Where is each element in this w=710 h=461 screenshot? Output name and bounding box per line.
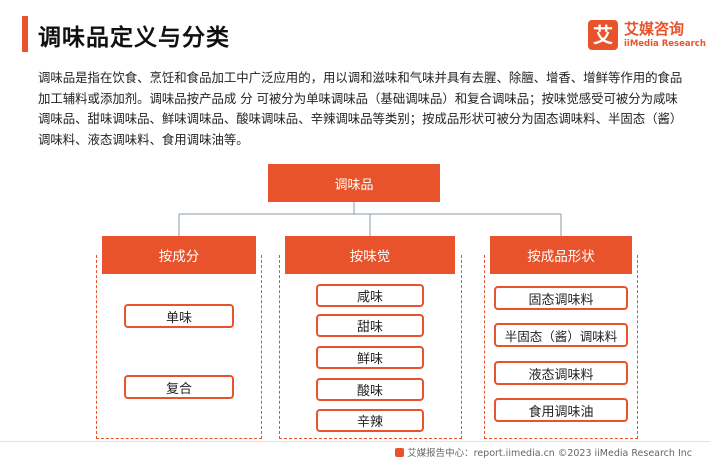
- category-composition: 按成分: [102, 236, 256, 274]
- logo-name-en: iiMedia Research: [624, 39, 706, 49]
- logo-mark-icon: 艾: [588, 20, 618, 50]
- leaf-item: 固态调味料: [494, 286, 628, 310]
- leaf-item: 甜味: [316, 314, 424, 337]
- category-taste: 按味觉: [285, 236, 455, 274]
- group-frame-form: [484, 255, 638, 439]
- title-accent-bar: [22, 16, 28, 52]
- leaf-item: 复合: [124, 375, 234, 399]
- leaf-item: 半固态（酱）调味料: [494, 323, 628, 347]
- footer-source: 艾媒报告中心：report.iimedia.cn ©2023 iiMedia R…: [395, 445, 692, 459]
- tree-root-node: 调味品: [268, 164, 440, 202]
- leaf-item: 鲜味: [316, 346, 424, 369]
- footer-divider: [0, 441, 710, 442]
- report-center-icon: [395, 448, 405, 457]
- brand-logo: 艾 艾媒咨询 iiMedia Research: [588, 18, 706, 58]
- footer-text: 艾媒报告中心：report.iimedia.cn ©2023 iiMedia R…: [407, 448, 692, 459]
- category-form: 按成品形状: [490, 236, 632, 274]
- logo-name-cn: 艾媒咨询: [624, 20, 685, 38]
- intro-paragraph: 调味品是指在饮食、烹饪和食品加工中广泛应用的，用以调和滋味和气味并具有去腥、除膻…: [38, 70, 683, 147]
- leaf-item: 液态调味料: [494, 361, 628, 385]
- leaf-item: 食用调味油: [494, 398, 628, 422]
- group-frame-composition: [96, 255, 262, 439]
- leaf-item: 辛辣: [316, 409, 424, 432]
- leaf-item: 酸味: [316, 378, 424, 401]
- page-title: 调味品定义与分类: [38, 25, 230, 51]
- group-frame-taste: [279, 255, 462, 439]
- leaf-item: 咸味: [316, 284, 424, 307]
- leaf-item: 单味: [124, 304, 234, 328]
